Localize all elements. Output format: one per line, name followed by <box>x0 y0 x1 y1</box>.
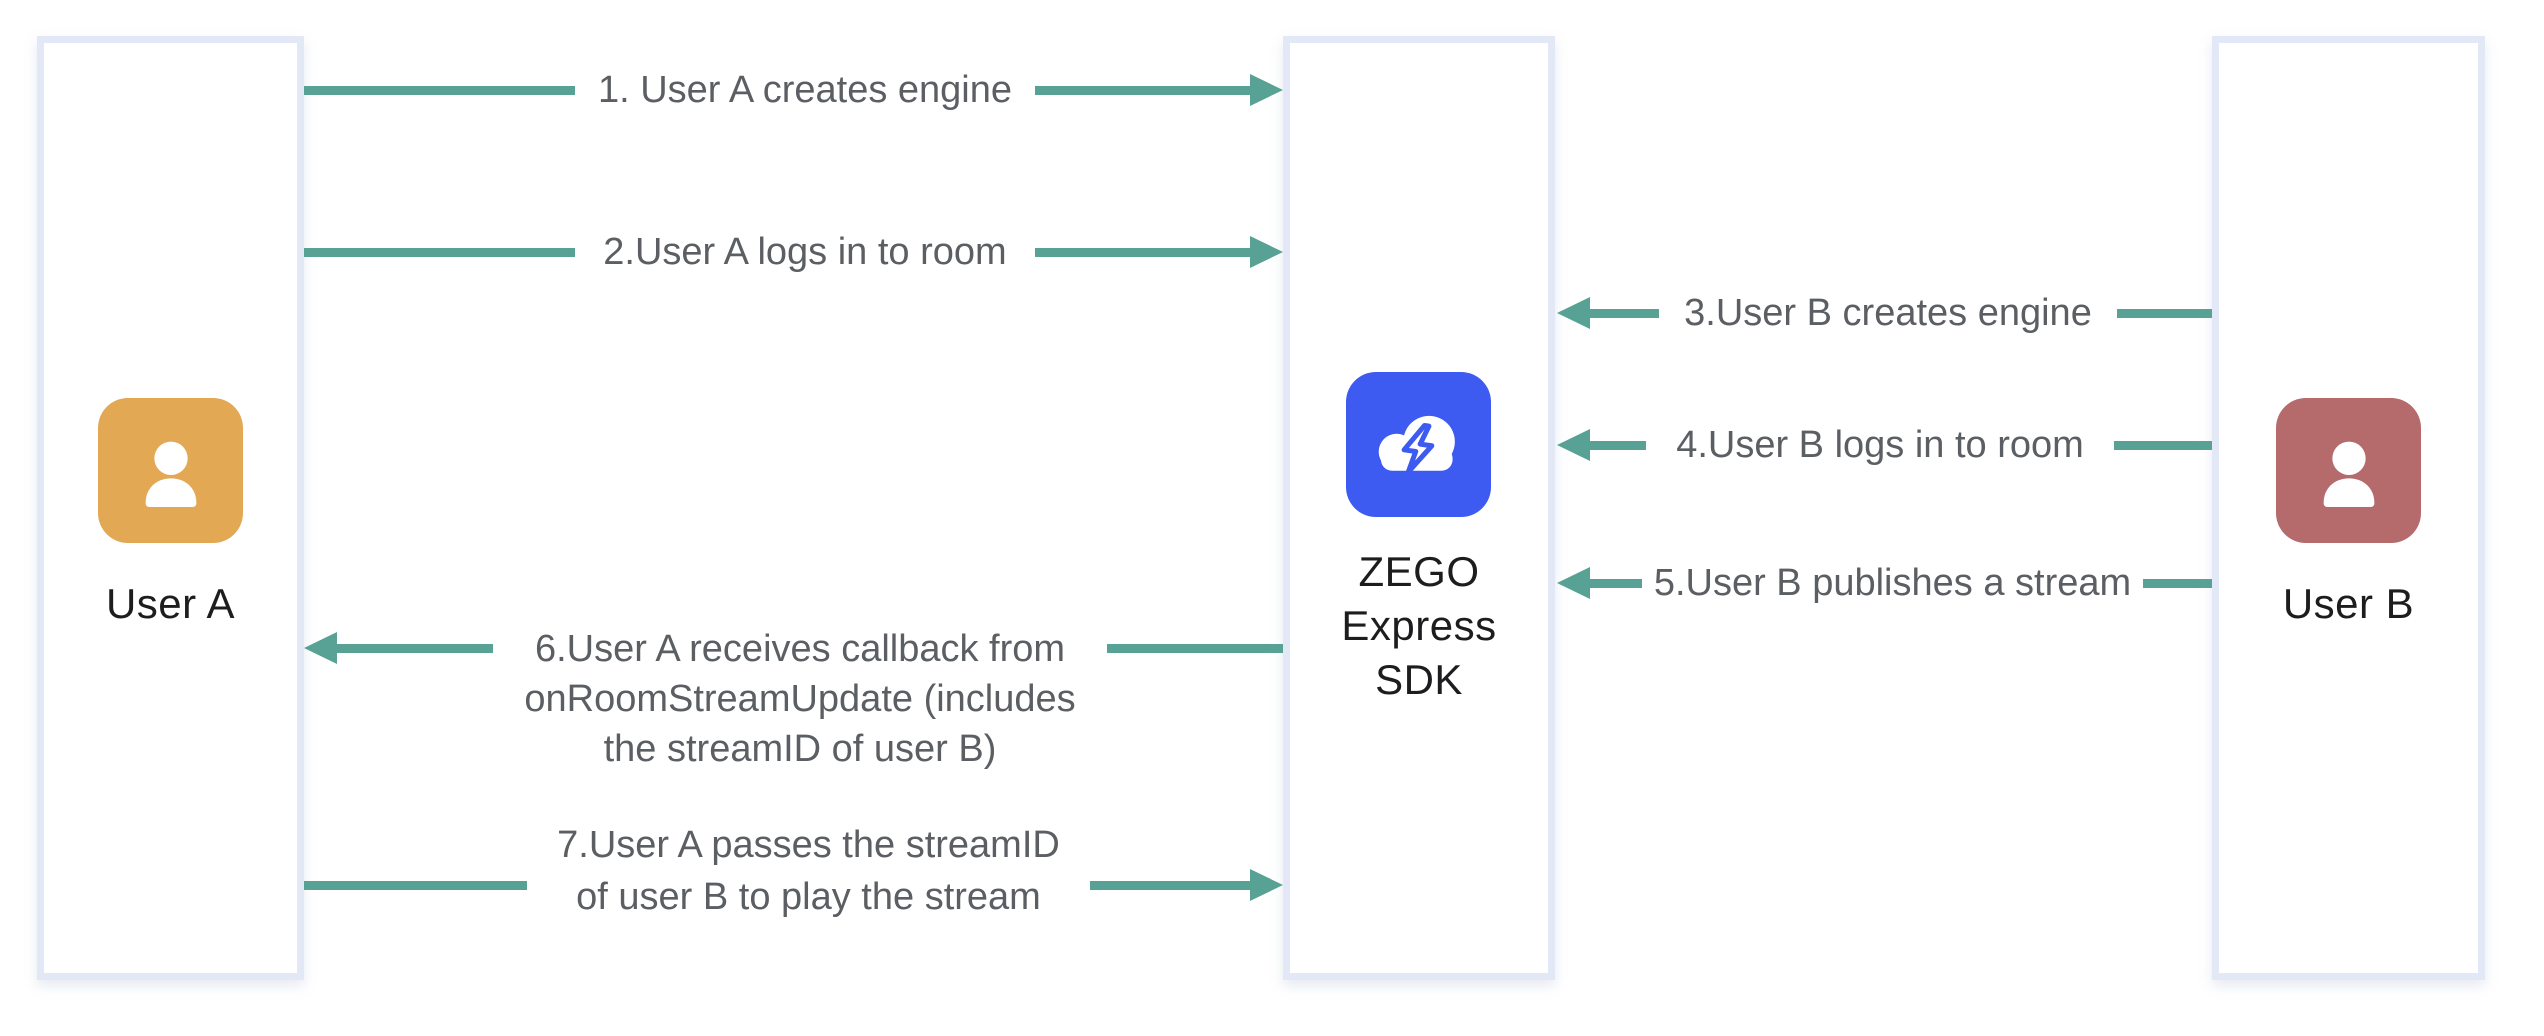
user-a-name-label: User A <box>105 580 236 627</box>
message-3-label: 3.User B creates engine <box>1684 292 2092 334</box>
message-6-label: 6.User A receives callback from onRoomSt… <box>493 624 1107 774</box>
user-b-avatar <box>2276 398 2421 543</box>
message-7-line: 7.User A passes the streamID <box>557 824 1060 866</box>
arrow-line <box>2117 309 2212 318</box>
sdk-name-line: ZEGO <box>1358 548 1480 595</box>
arrowhead-left-icon <box>1557 297 1590 329</box>
arrow-line <box>1035 248 1250 257</box>
user-a-avatar <box>98 398 243 543</box>
arrowhead-left-icon <box>304 632 337 664</box>
arrow-line <box>304 86 575 95</box>
sdk-avatar <box>1346 372 1491 517</box>
message-4-label: 4.User B logs in to room <box>1676 424 2084 466</box>
arrowhead-right-icon <box>1250 869 1283 901</box>
arrow-line <box>2143 579 2212 588</box>
arrowhead-right-icon <box>1250 74 1283 106</box>
arrow-line <box>1590 309 1659 318</box>
arrowhead-right-icon <box>1250 236 1283 268</box>
message-7-label: 7.User A passes the streamID of user B t… <box>527 819 1090 923</box>
arrow-line <box>1590 579 1642 588</box>
message-5-label: 5.User B publishes a stream <box>1653 562 2132 604</box>
message-2-label: 2.User A logs in to room <box>603 231 1007 273</box>
arrow-line <box>1590 441 1646 450</box>
arrow-line <box>304 881 527 890</box>
arrow-line <box>1107 644 1283 653</box>
arrow-line <box>304 248 575 257</box>
sdk-name-line: SDK <box>1375 656 1463 703</box>
person-icon <box>2323 441 2374 507</box>
arrowhead-left-icon <box>1557 567 1590 599</box>
message-6-line: onRoomStreamUpdate (includes <box>524 678 1076 720</box>
arrow-line <box>337 644 493 653</box>
cloud-lightning-icon <box>1378 415 1455 474</box>
message-6-line: 6.User A receives callback from <box>534 628 1066 670</box>
arrow-line <box>2114 441 2212 450</box>
person-icon <box>145 441 196 507</box>
message-6-line: the streamID of user B) <box>603 728 997 770</box>
sdk-name-line: Express <box>1341 602 1497 649</box>
message-7-line: of user B to play the stream <box>576 876 1041 918</box>
sdk-name-label: ZEGO Express SDK <box>1283 545 1555 707</box>
arrow-line <box>1035 86 1250 95</box>
user-b-name-label: User B <box>2282 580 2415 627</box>
message-1-label: 1. User A creates engine <box>597 69 1013 111</box>
arrow-line <box>1090 881 1250 890</box>
arrowhead-left-icon <box>1557 429 1590 461</box>
